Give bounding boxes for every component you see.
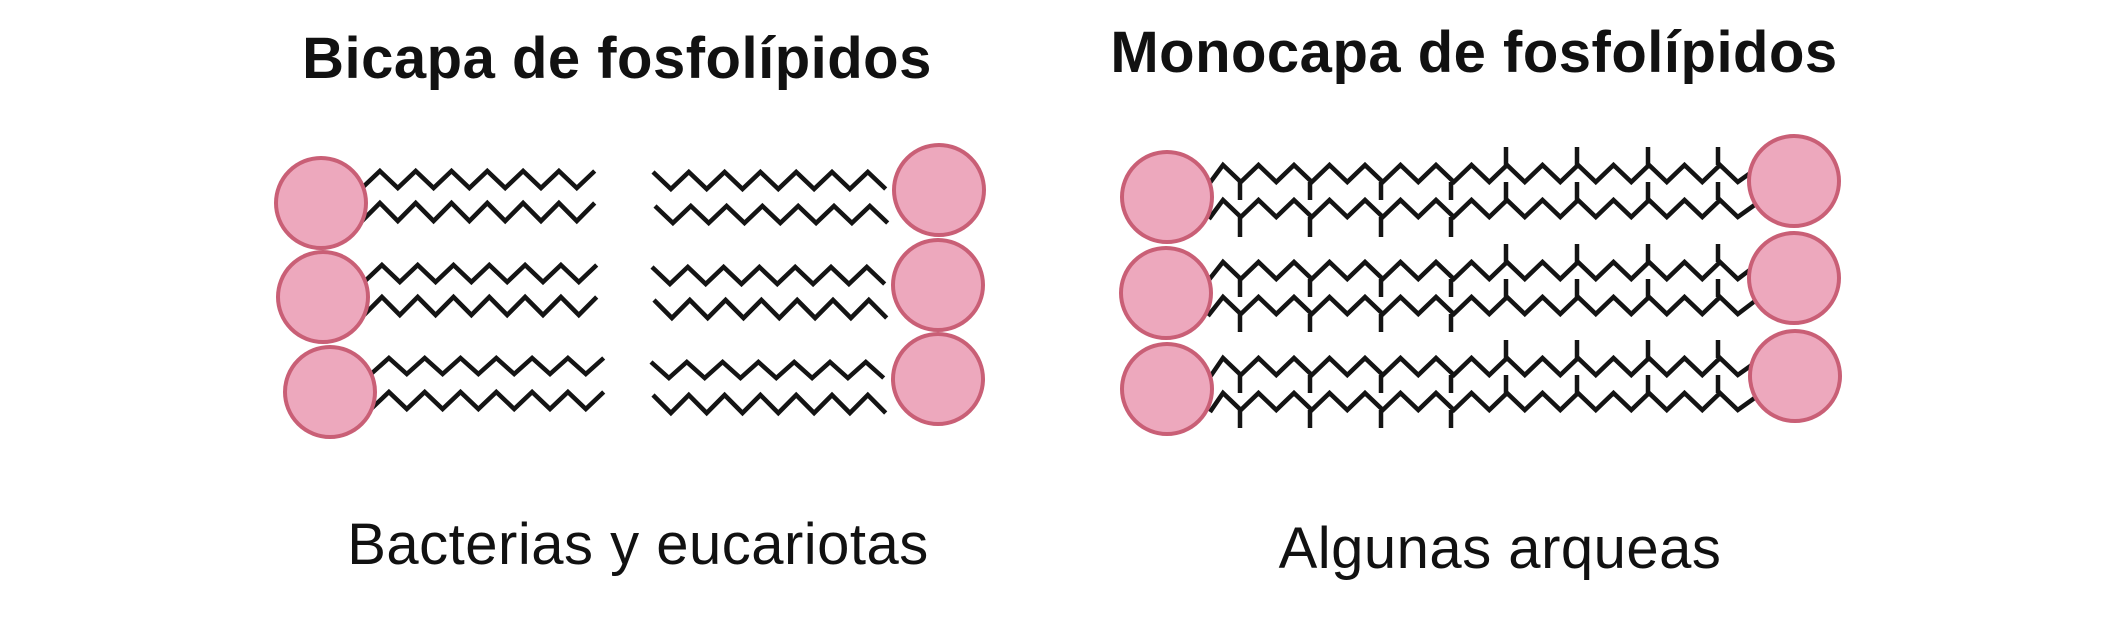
fatty-acid-tail-left-3 [362, 261, 599, 286]
bilayer-caption: Bacterias y eucariotas [347, 512, 929, 577]
bilayer-phosphate-heads [274, 143, 986, 439]
fatty-acid-tail-right-4 [652, 296, 889, 322]
phosphate-head-right-3 [891, 332, 985, 426]
isoprenoid-tail-2 [1207, 196, 1758, 221]
fatty-acid-tail-right-1 [651, 168, 888, 193]
isoprenoid-tail-3 [1206, 258, 1757, 283]
phosphate-head-left-3 [1120, 342, 1214, 436]
phosphate-head-left-2 [276, 250, 370, 344]
phosphate-head-left-3 [283, 345, 377, 439]
fatty-acid-tail-right-5 [649, 358, 886, 382]
phosphate-head-left-2 [1119, 246, 1213, 340]
isoprenoid-tail-1 [1207, 161, 1758, 186]
phosphate-head-right-1 [1747, 134, 1841, 228]
isoprenoid-tail-6 [1208, 389, 1758, 414]
fatty-acid-tail-right-2 [653, 202, 890, 227]
fatty-acid-tail-right-6 [651, 391, 888, 417]
isoprenoid-tail-5 [1208, 354, 1758, 379]
fatty-acid-tail-left-1 [360, 167, 597, 192]
fatty-acid-tail-left-6 [369, 388, 606, 413]
bilayer-title: Bicapa de fosfolípidos [302, 26, 932, 91]
monolayer-caption: Algunas arqueas [1278, 516, 1722, 581]
phosphate-head-right-1 [892, 143, 986, 237]
phospholipid-bilayer [274, 143, 986, 439]
fatty-acid-tail-left-4 [362, 293, 599, 319]
monolayer-title: Monocapa de fosfolípidos [1110, 20, 1838, 85]
phosphate-head-left-1 [274, 156, 368, 250]
phosphate-head-right-2 [891, 238, 985, 332]
fatty-acid-tail-left-5 [369, 354, 606, 378]
bilayer-fatty-acid-tails [360, 167, 890, 417]
phosphate-head-right-3 [1748, 329, 1842, 423]
fatty-acid-tail-left-2 [360, 199, 597, 225]
isoprenoid-tail-4 [1206, 293, 1757, 318]
fatty-acid-tail-right-3 [650, 263, 887, 288]
monolayer-phosphate-heads [1119, 134, 1842, 436]
monolayer-isoprenoid-tails [1206, 147, 1758, 428]
phosphate-head-left-1 [1120, 150, 1214, 244]
phosphate-head-right-2 [1747, 231, 1841, 325]
phospholipid-monolayer [1119, 134, 1842, 436]
